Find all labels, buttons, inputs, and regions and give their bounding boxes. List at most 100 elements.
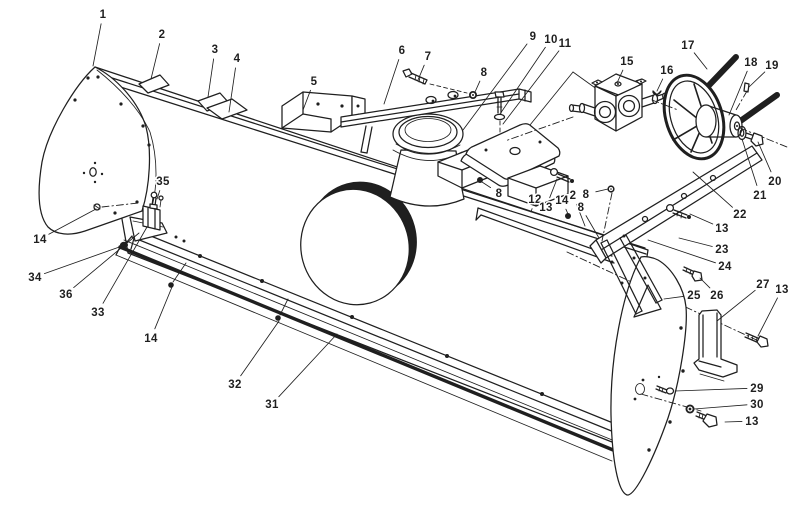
- callout-number-35: 35: [156, 176, 170, 188]
- bolt-9: [495, 92, 505, 133]
- callout-number-10: 10: [544, 34, 557, 46]
- top-angle-rail: [341, 69, 531, 153]
- callout-leader-9: [463, 44, 527, 130]
- right-side-assembly: [567, 235, 768, 495]
- drive-belt-lower: [739, 95, 777, 122]
- callout-leader-12: [531, 209, 532, 212]
- flap-4: [207, 99, 247, 119]
- callout-leader-5: [303, 90, 311, 110]
- bolt-13-skid: [745, 333, 768, 347]
- chute-bracket: [282, 92, 365, 132]
- callout-leader-34: [44, 245, 125, 274]
- callout-number-29: 29: [750, 383, 763, 395]
- callout-leader-3: [208, 59, 214, 97]
- callout-number-8: 8: [496, 188, 503, 200]
- callout-leader-8: [475, 81, 480, 92]
- callout-leader-13: [550, 179, 557, 198]
- cover-plate-assembly: [438, 92, 615, 263]
- callout-leader-26: [700, 278, 710, 288]
- top-flaps: [139, 75, 247, 119]
- callout-leader-35: [157, 191, 160, 200]
- pulley-and-belt: [652, 57, 787, 167]
- callout-leader-8: [596, 189, 608, 192]
- washer-29: [636, 384, 645, 395]
- u-bracket-33: [143, 206, 160, 230]
- bolt-14-left: [94, 204, 100, 210]
- callout-number-2: 2: [570, 190, 577, 202]
- callout-number-34: 34: [28, 272, 42, 284]
- callout-number-2: 2: [159, 29, 166, 41]
- gearbox-right-shaft: [642, 93, 666, 107]
- callout-number-7: 7: [425, 51, 432, 63]
- callout-leader-2: [151, 44, 160, 79]
- callout-leader-13: [758, 298, 778, 336]
- callout-leader-1: [93, 24, 101, 66]
- shaft-key-19: [744, 83, 749, 92]
- callout-number-13: 13: [715, 223, 728, 235]
- callout-leader-10: [500, 47, 545, 114]
- callout-leader-6: [384, 60, 399, 105]
- callout-number-8: 8: [481, 67, 488, 79]
- screw-13-mid: [551, 169, 574, 183]
- callout-leader-20: [758, 142, 771, 172]
- callout-number-4: 4: [234, 53, 241, 65]
- callout-leader-17: [694, 53, 707, 69]
- carriage-bolt-32: [275, 315, 281, 321]
- bolt-26: [683, 267, 702, 281]
- support-bar-12: [476, 208, 614, 263]
- brace-24: [620, 235, 662, 303]
- callout-leader-8: [482, 182, 491, 188]
- bolt-29: [636, 375, 702, 411]
- nut-8-mid-right: [607, 185, 615, 193]
- callout-number-24: 24: [718, 261, 732, 273]
- callout-leader-23: [679, 238, 712, 247]
- callout-number-9: 9: [530, 31, 537, 43]
- callout-number-1: 1: [100, 9, 107, 21]
- center-hole: [90, 168, 96, 176]
- auger-opening: [288, 170, 429, 317]
- washer-30: [685, 404, 695, 414]
- callout-number-27: 27: [756, 279, 769, 291]
- callout-leader-19: [749, 72, 765, 87]
- callout-number-18: 18: [744, 57, 758, 69]
- bolt-7: [403, 69, 427, 84]
- callout-number-5: 5: [311, 76, 318, 88]
- right-side-plate: [611, 257, 686, 495]
- callout-leader-4: [229, 68, 236, 112]
- callout-leader-13: [725, 421, 742, 422]
- callout-number-30: 30: [750, 399, 763, 411]
- callout-leader-30: [694, 405, 747, 409]
- callout-leader-22: [693, 172, 733, 207]
- callout-number-13: 13: [745, 416, 758, 428]
- skid-bracket-27: [694, 310, 737, 381]
- callout-number-3: 3: [212, 44, 219, 56]
- callout-number-14: 14: [33, 234, 47, 246]
- nut-8-top: [469, 91, 477, 99]
- triangle-cutout-25: [634, 285, 661, 317]
- callout-number-17: 17: [681, 40, 694, 52]
- callout-leader-31: [279, 334, 337, 397]
- callout-number-21: 21: [753, 190, 767, 202]
- callout-leader-14: [155, 287, 172, 329]
- woodruff-key-16: [653, 91, 661, 95]
- callout-leader-15: [617, 70, 623, 83]
- callout-leader-29: [675, 388, 747, 391]
- callout-leader-13: [690, 214, 713, 224]
- callout-leader-32: [241, 321, 279, 376]
- callout-number-14: 14: [144, 333, 158, 345]
- callout-leader-24: [648, 240, 716, 263]
- flap-2: [139, 75, 169, 93]
- callout-number-19: 19: [765, 60, 778, 72]
- callout-leader-21: [742, 139, 757, 186]
- callout-number-36: 36: [59, 289, 72, 301]
- left-side-plate: [39, 67, 156, 234]
- callout-leader-8: [586, 216, 599, 238]
- callout-number-11: 11: [559, 38, 572, 50]
- bolt-13-bottom: [696, 412, 717, 427]
- callout-leader-11: [503, 51, 559, 124]
- callout-number-13: 13: [775, 284, 788, 296]
- callout-leader-14: [49, 209, 96, 234]
- gearbox-left-shaft: [570, 104, 596, 117]
